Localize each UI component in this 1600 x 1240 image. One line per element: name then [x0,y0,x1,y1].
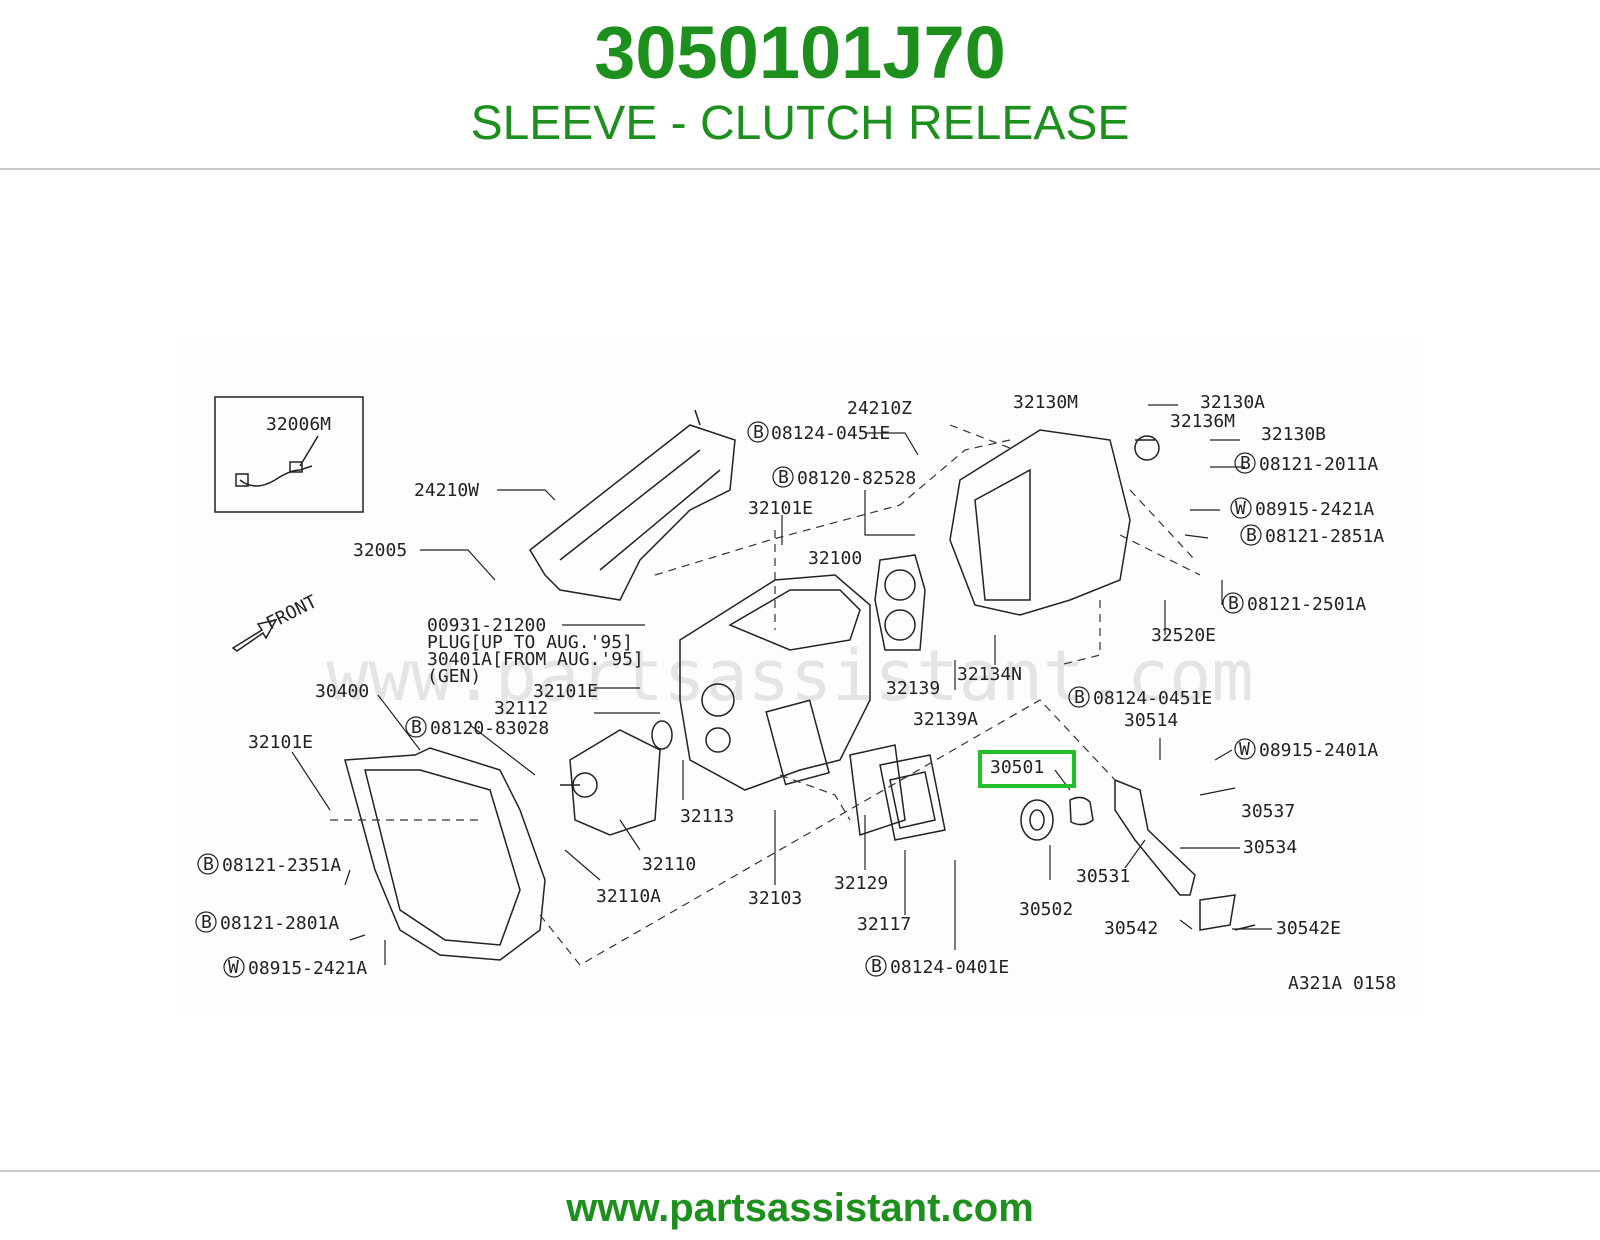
washer-marker-icon [1234,738,1256,760]
bolt-marker-letter: B [1228,593,1239,614]
callout-30531: 30531 [1076,866,1130,887]
callout-32101E-left: 32101E [248,732,313,753]
callout-32100: 32100 [808,548,862,569]
rear-cover-drawing [849,744,946,841]
bolt-marker-letter: B [1240,453,1251,474]
callout-30542: 30542 [1104,918,1158,939]
callout-30501-highlighted: 30501 [990,757,1044,778]
callout-32113: 32113 [680,806,734,827]
bolt-marker-letter: B [201,912,212,933]
release-parts-drawing [1020,778,1256,931]
callout-32139A: 32139A [913,709,978,730]
bolt-marker-icon [747,421,769,443]
plug-note-line3: (GEN) [427,666,481,687]
bolt-marker-icon [865,955,887,977]
callout-08121-2351A: 08121-2351A [222,855,341,876]
bolt-marker-icon [1068,686,1090,708]
callout-08121-2011A: 08121-2011A [1259,454,1378,475]
callout-08121-2851A: 08121-2851A [1265,526,1384,547]
plug-note-line2: 30401A[FROM AUG.'95] [427,649,644,670]
callout-32129: 32129 [834,873,888,894]
gasket-drawing [874,554,926,651]
bolt-marker-icon [405,716,427,738]
inset-box [214,396,364,513]
callout-30537: 30537 [1241,801,1295,822]
footer-website-link[interactable]: www.partsassistant.com [566,1186,1034,1230]
bolt-marker-icon [772,466,794,488]
callout-00931-21200: 00931-21200 [427,615,546,636]
callout-32117: 32117 [857,914,911,935]
header-divider [0,168,1600,170]
callout-08915-2421A-left: 08915-2421A [248,958,367,979]
washer-marker-letter: W [1239,739,1250,760]
callout-32112: 32112 [494,698,548,719]
callout-08121-2801A: 08121-2801A [220,913,339,934]
assembly-dashed-lines [330,424,1201,966]
callout-08124-0451E-mid: 08124-0451E [1093,688,1212,709]
bell-housing-drawing [344,747,546,961]
bolt-marker-icon [197,853,219,875]
callout-32110: 32110 [642,854,696,875]
callout-32005: 32005 [353,540,407,561]
callout-08120-83028: 08120-83028 [430,718,549,739]
callout-08915-2401A: 08915-2401A [1259,740,1378,761]
callout-32130A: 32130A [1200,392,1265,413]
footer-divider [0,1170,1600,1172]
callout-32103: 32103 [748,888,802,909]
part-number-title: 3050101J70 [594,11,1006,94]
callout-08120-82528: 08120-82528 [797,468,916,489]
bolt-marker-icon [1240,524,1262,546]
bolt-marker-icon [1234,452,1256,474]
callout-30502: 30502 [1019,899,1073,920]
callout-30400: 30400 [315,681,369,702]
washer-marker-letter: W [1235,498,1246,519]
bolt-marker-letter: B [1074,687,1085,708]
bolt-marker-letter: B [778,467,789,488]
washer-marker-letter: W [228,957,239,978]
callout-24210W: 24210W [414,480,479,501]
callout-32520E: 32520E [1151,625,1216,646]
callout-32136M: 32136M [1170,411,1235,432]
header: 3050101J70 SLEEVE - CLUTCH RELEASE [0,0,1600,170]
washer-marker-icon [223,956,245,978]
bolt-marker-letter: B [1246,525,1257,546]
transmission-cover-drawing [529,409,736,601]
callout-30534: 30534 [1243,837,1297,858]
main-case-drawing [679,574,871,791]
leader-lines [291,404,1272,965]
callout-32130M: 32130M [1013,392,1078,413]
plug-note-line1: PLUG[UP TO AUG.'95] [427,632,633,653]
extension-housing-drawing [949,429,1160,616]
sensor-harness-drawing [235,435,319,487]
watermark-text: www.partsassistant.com [326,635,1253,717]
reference-code: A321A 0158 [1288,973,1396,994]
bolt-marker-icon [1222,592,1244,614]
washer-marker-icon [1230,497,1252,519]
part-description: SLEEVE - CLUTCH RELEASE [470,97,1130,150]
front-cover-drawing [560,720,673,836]
callout-32139: 32139 [886,678,940,699]
callout-08124-0401E: 08124-0401E [890,957,1009,978]
callout-32101E-top: 32101E [748,498,813,519]
callout-30542E: 30542E [1276,918,1341,939]
callout-32130B: 32130B [1261,424,1326,445]
callout-32134N: 32134N [957,664,1022,685]
callout-08915-2421A-right: 08915-2421A [1255,499,1374,520]
callout-30514: 30514 [1124,710,1178,731]
callout-32110A: 32110A [596,886,661,907]
bolt-marker-icon [195,911,217,933]
bolt-marker-letter: B [753,422,764,443]
bolt-marker-letter: B [871,956,882,977]
callout-08124-0451E-top: 08124-0451E [771,423,890,444]
highlighted-part-box [978,750,1076,788]
callout-24210Z: 24210Z [847,398,912,419]
callout-08121-2501A: 08121-2501A [1247,594,1366,615]
bolt-marker-letter: B [411,717,422,738]
callout-32006M: 32006M [266,414,331,435]
bolt-marker-letter: B [203,854,214,875]
callout-32101E-mid: 32101E [533,681,598,702]
